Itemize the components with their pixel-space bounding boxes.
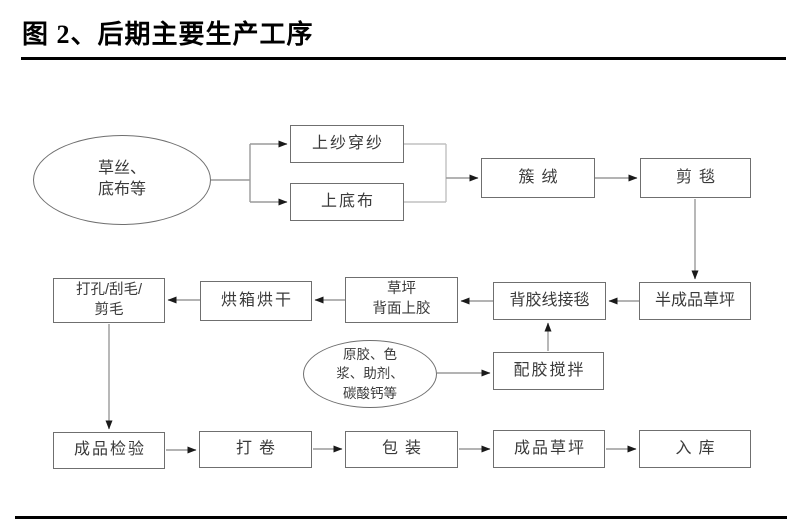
node-tufting: 簇绒 [481, 158, 595, 198]
node-carpet-cutting: 剪毯 [640, 158, 751, 198]
node-warehousing: 入库 [639, 430, 751, 468]
node-raw-materials: 草丝、 底布等 [33, 135, 211, 225]
node-base-cloth-feeding: 上底布 [290, 183, 404, 221]
node-finished-turf: 成品草坪 [493, 430, 605, 468]
node-glue-ingredients: 原胶、色 浆、助剂、 碳酸钙等 [303, 340, 437, 408]
node-semi-finished-turf: 半成品草坪 [639, 282, 751, 320]
node-finished-inspection: 成品检验 [53, 432, 165, 469]
node-punching-scraping-trimming: 打孔/刮毛/ 剪毛 [53, 278, 165, 323]
footer-rule [15, 516, 787, 519]
node-turf-back-gluing: 草坪 背面上胶 [345, 277, 458, 323]
node-rolling: 打卷 [199, 431, 312, 468]
title-underline [21, 57, 786, 60]
figure-title: 图 2、后期主要生产工序 [22, 20, 314, 49]
connector-merge-trunk [404, 143, 447, 203]
node-packaging: 包装 [345, 431, 458, 468]
node-glue-mixing: 配胶搅拌 [493, 352, 604, 390]
connector-materials-trunk [211, 144, 251, 202]
node-oven-drying: 烘箱烘干 [200, 281, 312, 321]
node-yarn-threading: 上纱穿纱 [290, 125, 404, 163]
node-glue-line-joining: 背胶线接毯 [493, 282, 606, 320]
